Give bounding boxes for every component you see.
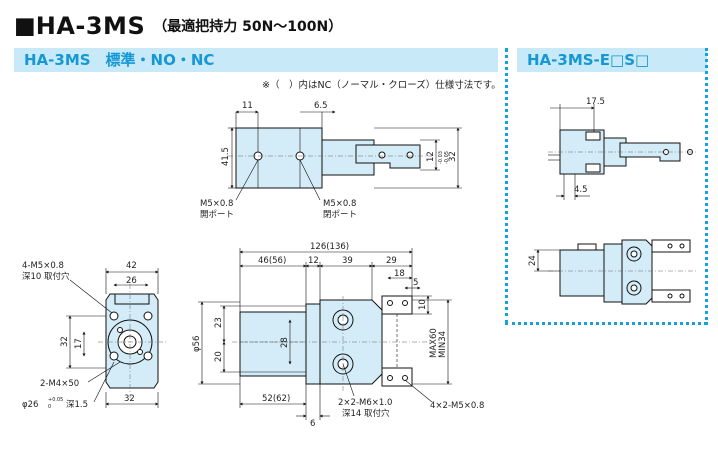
jaw-lower: [381, 367, 413, 387]
side-view: 42 26 32 17 32 4-M5×0.8 深10 取付穴 2-M4×50 …: [22, 261, 166, 410]
front-dim-jaw-h: 10: [418, 299, 428, 310]
top-dim-3: 41.5: [221, 147, 231, 166]
side-label-tol2: 0: [48, 404, 51, 410]
jaw-upper: [381, 295, 413, 315]
side-label-tol1: +0.05: [48, 397, 63, 403]
top-dim-5: 32: [448, 151, 458, 162]
front-dim-pitch: 28: [280, 337, 290, 348]
option-view: 17.5 4.5 24: [528, 97, 696, 305]
side-dim-bottom: 32: [124, 394, 135, 404]
port-b-label-2: 閉ポート: [323, 210, 357, 220]
page-title: HA-3MS: [35, 12, 146, 40]
front-dim-max: MAX60: [429, 328, 439, 358]
top-view: 11 6.5 41.5 12 -0.03 -0.05 32 M5×0.8 開ポー…: [200, 101, 462, 220]
side-label-2: 深10 取付穴: [22, 271, 70, 282]
front-dim-flange: 12: [308, 256, 319, 266]
opt-dim-2: 4.5: [574, 185, 588, 195]
front-dim-body: 46(56): [258, 256, 286, 266]
front-dim-jaw-edge: 5: [413, 278, 418, 288]
section-bar-standard: HA-3MS 標準・NO・NC: [14, 48, 498, 72]
front-dim-jaw: 29: [386, 256, 397, 266]
mount-hole-icon: [109, 311, 119, 321]
front-dim-lower: 20: [214, 351, 224, 362]
front-view: 126(136) 46(56) 12 39 29 18 5 10 φ56 23 …: [192, 242, 484, 429]
side-top-lug: [114, 293, 150, 305]
header-square-icon: ■: [14, 13, 36, 39]
opt-front-flange: [603, 243, 623, 303]
front-dim-dia: φ56: [192, 336, 202, 352]
opt-dim-3: 24: [528, 255, 538, 266]
divider-right-edge: [705, 48, 708, 325]
top-dim-1: 11: [242, 101, 253, 111]
side-dim-height: 32: [60, 336, 70, 347]
side-label-5: 深1.5: [66, 400, 88, 410]
divider-horizontal: [505, 322, 707, 325]
front-dim-bottom: 52(62): [262, 394, 290, 404]
side-label-1: 4-M5×0.8: [22, 261, 64, 271]
side-label-4: φ26: [22, 400, 38, 410]
divider-vertical: [505, 48, 508, 324]
top-jaw: [355, 144, 421, 169]
top-dim-tol1: -0.03: [438, 151, 444, 164]
side-dim-pitch: 26: [126, 276, 137, 286]
front-dim-upper: 23: [214, 317, 224, 328]
front-dim-head: 39: [342, 256, 353, 266]
top-dim-tol2: -0.05: [444, 151, 450, 164]
front-flange: [305, 303, 321, 385]
section-bar-option: HA-3MS-E□S□: [517, 48, 707, 72]
opt-dim-1: 17.5: [586, 97, 605, 107]
front-dim-flange-b: 6: [310, 419, 315, 429]
page-header: ■HA-3MS （最適把持力 50N～100N）: [14, 12, 342, 40]
top-dim-2: 6.5: [314, 101, 328, 111]
top-body: [235, 127, 323, 189]
front-label-mount-1: 2×2-M6×1.0: [338, 398, 392, 408]
top-dim-4: 12: [426, 151, 436, 162]
front-dim-total: 126(136): [310, 242, 349, 252]
nc-note: ※（ ）内はNC（ノーマル・クローズ）仕様寸法です。: [262, 80, 501, 91]
front-label-jaw: 4×2-M5×0.8: [430, 401, 484, 411]
port-a-label-2: 開ポート: [200, 210, 234, 220]
front-dim-jaw-hole: 18: [394, 269, 405, 279]
side-dim-offset: 17: [74, 338, 84, 349]
side-dim-width: 42: [126, 261, 137, 271]
page-subtitle: （最適把持力 50N～100N）: [153, 19, 343, 35]
side-label-3: 2-M4×50: [40, 379, 79, 389]
port-a-label-1: M5×0.8: [200, 199, 233, 209]
port-b-label-1: M5×0.8: [323, 199, 356, 209]
front-label-mount-2: 深14 取付穴: [342, 408, 390, 419]
front-dim-min: MIN34: [438, 331, 448, 358]
